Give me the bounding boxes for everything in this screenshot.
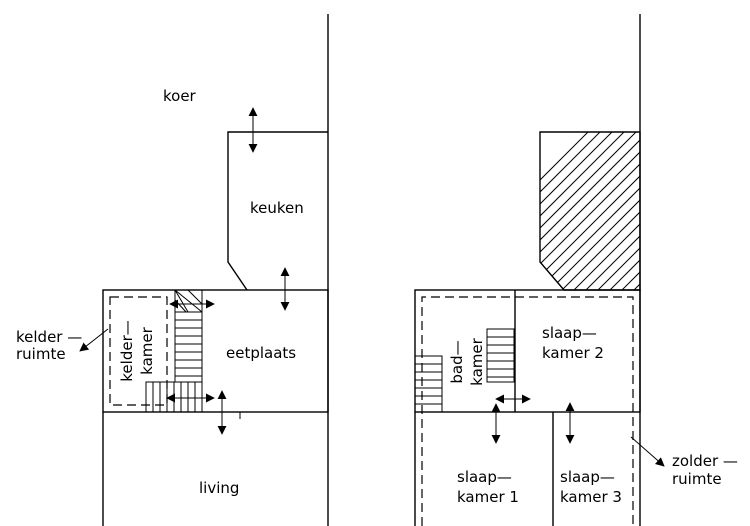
ground-main-block bbox=[102, 289, 329, 413]
label-slaapkamer1-line1: slaap— bbox=[457, 468, 512, 486]
upper-floor-plan: bad— kamer slaap— kamer 2 slaap— kamer 1… bbox=[414, 14, 738, 526]
label-slaapkamer3-line2: kamer 3 bbox=[560, 488, 622, 506]
leader-zolderruimte bbox=[630, 436, 665, 467]
label-slaapkamer3-line1: slaap— bbox=[560, 468, 615, 486]
upper-main-block bbox=[414, 289, 641, 413]
label-kelderkamer-line2: kamer bbox=[138, 326, 156, 374]
label-zolderruimte-line1: zolder — bbox=[672, 452, 738, 470]
label-kelderkamer: kelder— kamer bbox=[118, 320, 156, 381]
ground-floor-plan: koer keuken eetplaats living kelder— kam… bbox=[16, 14, 329, 526]
label-slaapkamer2-line1: slaap— bbox=[542, 324, 597, 342]
label-badkamer-line1: bad— bbox=[448, 340, 466, 383]
staircase-upper bbox=[414, 328, 515, 413]
staircase-ground bbox=[145, 289, 203, 413]
label-kelderkamer-line1: kelder— bbox=[118, 320, 136, 381]
label-zolderruimte-line2: ruimte bbox=[672, 470, 722, 488]
leader-kelderruimte bbox=[79, 328, 109, 352]
label-koer: koer bbox=[163, 87, 197, 105]
kitchen-walls bbox=[227, 131, 328, 291]
label-badkamer: bad— kamer bbox=[448, 337, 486, 385]
kelderkamer-outline bbox=[109, 296, 168, 406]
label-living: living bbox=[199, 479, 239, 497]
label-kelderruimte-line2: ruimte bbox=[16, 345, 66, 363]
label-slaapkamer1-line2: kamer 1 bbox=[457, 488, 519, 506]
label-keuken: keuken bbox=[250, 199, 304, 217]
label-kelderruimte-line1: kelder — bbox=[16, 328, 82, 346]
label-slaapkamer2-line2: kamer 2 bbox=[542, 344, 604, 362]
label-eetplaats: eetplaats bbox=[226, 344, 296, 362]
label-badkamer-line2: kamer bbox=[468, 337, 486, 385]
